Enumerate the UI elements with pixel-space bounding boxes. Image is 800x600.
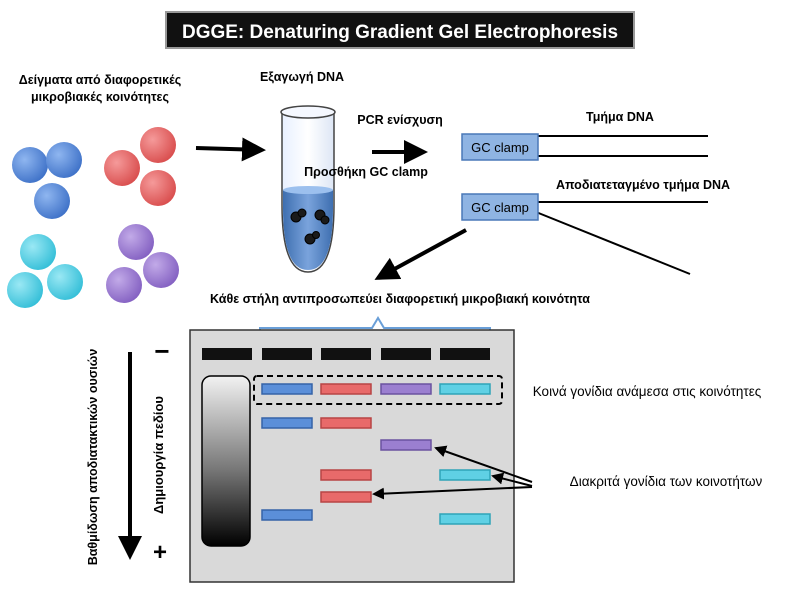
cyan-cell (7, 272, 43, 308)
gc-clamp-box (461, 193, 539, 221)
purple-cell (106, 267, 142, 303)
well (202, 348, 252, 360)
minus-sign: − (154, 336, 169, 366)
common-genes-label: Κοινά γονίδια ανάμεσα στις κοινότητες (533, 384, 762, 399)
band-red (320, 469, 372, 481)
dna-fragment: GC clamp (461, 133, 708, 161)
gradient-lane (201, 375, 251, 547)
microbial-cells (7, 127, 179, 308)
gradient-label: Βαθμίδωση αποδιατακτικών ουσιών (86, 349, 100, 566)
samples-label-line1: Δείγματα από διαφορετικές (19, 73, 182, 87)
common-genes-box (253, 375, 503, 405)
gc-clamp-label: GC clamp (471, 200, 529, 215)
arrow-distinct-cyan (491, 472, 533, 487)
cyan-cell (20, 234, 56, 270)
dna-blob (297, 208, 307, 218)
denatured-fragment-label: Αποδιατεταγμένο τμήμα DNA (556, 178, 730, 192)
band-blue (261, 509, 313, 521)
band-purple (380, 383, 432, 395)
denatured-dna-fragment: GC clamp (461, 193, 708, 275)
band-blue (261, 417, 313, 429)
arrow-to-tube (195, 137, 266, 162)
blue-cell (12, 147, 48, 183)
cyan-cell (47, 264, 83, 300)
columns-label: Κάθε στήλη αντιπροσωπεύει διαφορετική μι… (210, 292, 590, 306)
title-text: DGGE: Denaturing Gradient Gel Electropho… (182, 22, 618, 43)
title-box: DGGE: Denaturing Gradient Gel Electropho… (165, 11, 635, 49)
blue-cell (46, 142, 82, 178)
well (440, 348, 490, 360)
arrow-distinct-red (372, 486, 533, 500)
well (381, 348, 431, 360)
band-red (320, 383, 372, 395)
purple-cell (143, 252, 179, 288)
samples-label-line2: μικροβιακές κοινότητες (31, 90, 169, 104)
band-red (320, 417, 372, 429)
blue-cell (34, 183, 70, 219)
band-purple (380, 439, 432, 451)
gc-clamp-box (461, 133, 539, 161)
band-red (320, 491, 372, 503)
plus-sign: + (153, 539, 167, 566)
arrow-distinct-purple (434, 445, 533, 483)
gc-clamp-label: GC clamp (471, 140, 529, 155)
band-cyan (439, 383, 491, 395)
gc-addition-label: Προσθήκη GC clamp (304, 165, 428, 179)
red-cell (140, 127, 176, 163)
red-cell (104, 150, 140, 186)
band-blue (261, 383, 313, 395)
red-cell (140, 170, 176, 206)
dna-extraction-label: Εξαγωγή DNA (260, 70, 344, 84)
pcr-label: PCR ενίσχυση (357, 113, 442, 127)
dna-fragment-label: Τμήμα DNA (586, 110, 654, 124)
well (321, 348, 371, 360)
purple-cell (118, 224, 154, 260)
well (262, 348, 312, 360)
band-cyan (439, 469, 491, 481)
dna-blob (312, 231, 320, 239)
dna-blob (320, 215, 330, 225)
field-label: Δημιουργία πεδίου (151, 396, 166, 514)
band-cyan (439, 513, 491, 525)
arrow-to-gel (374, 228, 467, 280)
gel (189, 329, 515, 583)
lanes-bracket (259, 316, 491, 342)
pcr-tube (280, 105, 336, 273)
distinct-genes-label: Διακριτά γονίδια των κοινοτήτων (570, 474, 763, 489)
